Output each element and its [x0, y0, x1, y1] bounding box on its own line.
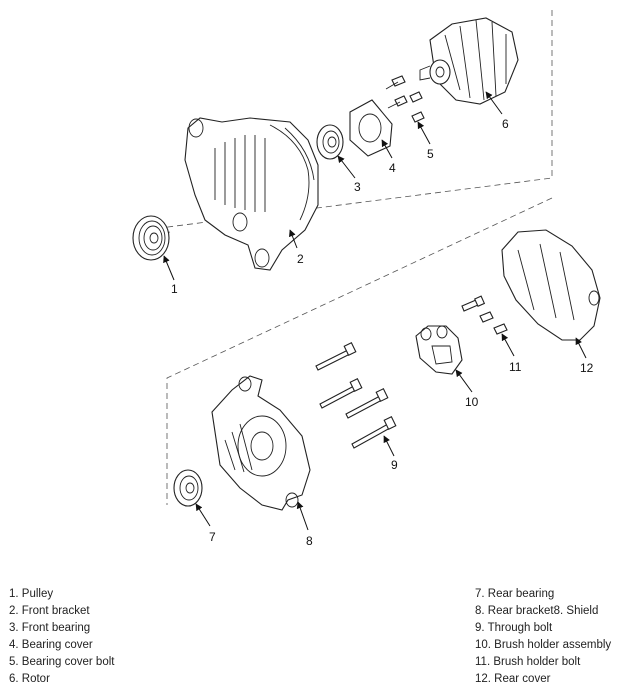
rotor — [419, 17, 519, 105]
callout-9: 9 — [391, 458, 398, 472]
brush-holder-assembly — [415, 325, 463, 375]
callout-11: 11 — [509, 360, 522, 374]
callout-3: 3 — [354, 180, 361, 194]
callout-8: 8 — [306, 534, 313, 548]
callout-7: 7 — [209, 530, 216, 544]
legend-item-rear-bearing: 7. Rear bearing — [475, 588, 555, 600]
callout-4: 4 — [389, 161, 396, 175]
callout-2: 2 — [297, 252, 304, 266]
leader-lines — [163, 91, 587, 531]
exploded-view-diagram: 1 2 3 4 5 6 7 8 9 10 11 12 — [132, 10, 601, 548]
rear-bearing — [173, 469, 203, 507]
front-bracket — [184, 117, 319, 271]
rear-bracket — [211, 375, 311, 511]
callout-10: 10 — [465, 395, 479, 409]
legend-item-bearing-cover-bolt: 5. Bearing cover bolt — [9, 656, 115, 668]
callout-5: 5 — [427, 147, 434, 161]
callout-1: 1 — [171, 282, 178, 296]
callout-12: 12 — [580, 361, 594, 375]
legend-item-front-bearing: 3. Front bearing — [9, 622, 91, 634]
legend-item-rear-cover: 12. Rear cover — [475, 673, 551, 685]
legend-item-pulley: 1. Pulley — [9, 588, 54, 600]
legend-item-rear-bracket: 8. Rear bracket8. Shield — [475, 605, 599, 617]
rear-cover — [501, 229, 601, 341]
through-bolts — [315, 342, 397, 449]
legend-item-brush-holder-bolt: 11. Brush holder bolt — [475, 656, 581, 668]
legend-item-through-bolt: 9. Through bolt — [475, 622, 553, 634]
legend-item-brush-holder-assembly: 10. Brush holder assembly — [475, 639, 612, 651]
front-bearing — [316, 124, 344, 160]
legend-item-front-bracket: 2. Front bracket — [9, 605, 90, 617]
bearing-cover-bolts — [385, 75, 425, 123]
legend-item-rotor: 6. Rotor — [9, 673, 50, 685]
callout-6: 6 — [502, 117, 509, 131]
legend-right-column: 7. Rear bearing 8. Rear bracket8. Shield… — [475, 586, 611, 688]
legend-item-bearing-cover: 4. Bearing cover — [9, 639, 93, 651]
bearing-cover — [349, 99, 393, 157]
pulley — [132, 215, 170, 261]
brush-holder-bolts — [461, 295, 508, 335]
legend-left-column: 1. Pulley 2. Front bracket 3. Front bear… — [9, 586, 114, 688]
